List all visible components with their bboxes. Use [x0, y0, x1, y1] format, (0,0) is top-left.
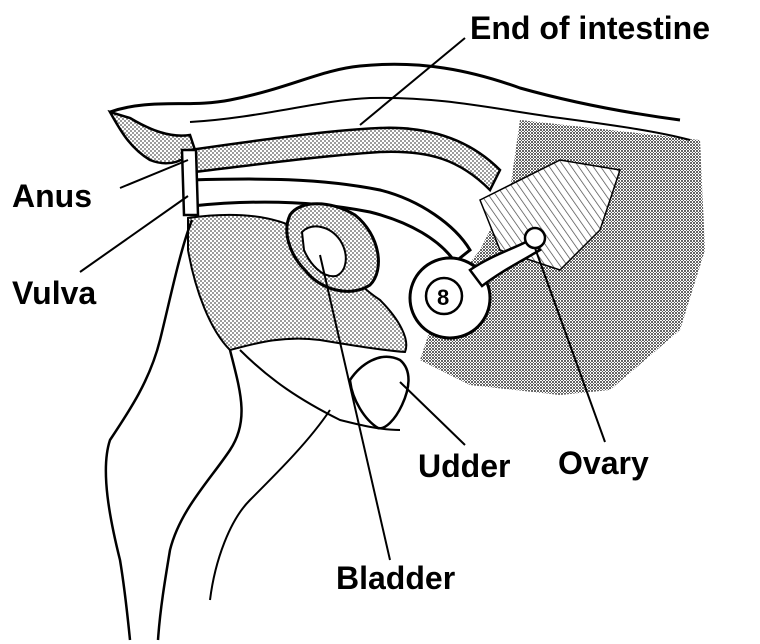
leader-udder — [400, 382, 465, 445]
label-end-of-intestine: End of intestine — [470, 12, 710, 44]
back-outline — [110, 64, 680, 120]
label-udder: Udder — [418, 450, 510, 482]
label-vulva: Vulva — [12, 277, 96, 309]
leg-inner-line — [210, 410, 330, 600]
udder-shape — [350, 357, 409, 428]
leader-vulva — [80, 196, 188, 272]
label-ovary: Ovary — [558, 447, 649, 479]
hind-leg-front — [106, 220, 192, 640]
label-bladder: Bladder — [336, 562, 455, 594]
leader-end-of-intestine — [360, 38, 465, 125]
leader-anus — [120, 160, 188, 188]
hind-leg-back — [158, 350, 242, 640]
fallopian-end — [525, 228, 545, 248]
label-anus: Anus — [12, 180, 92, 212]
vulva-region — [182, 150, 198, 215]
ovary-mark: 8 — [437, 285, 449, 310]
